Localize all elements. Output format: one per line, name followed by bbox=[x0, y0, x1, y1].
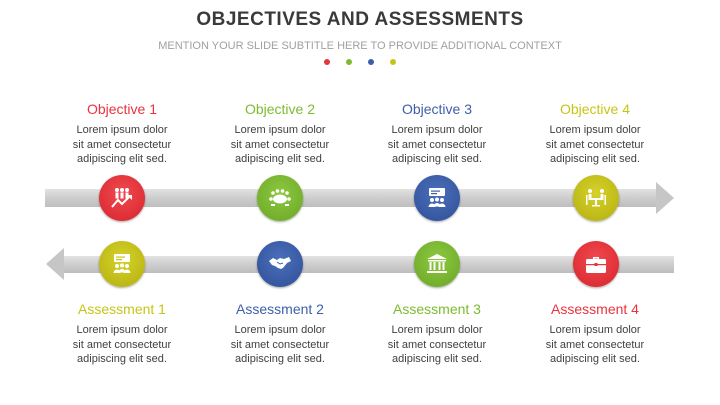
objective-line: adipiscing elit sed. bbox=[550, 153, 640, 165]
right-arrowhead-icon bbox=[656, 182, 674, 214]
assessments-arrow-shaft bbox=[64, 256, 674, 273]
meeting-table-icon bbox=[573, 175, 619, 221]
objective-line: Lorem ipsum dolor bbox=[549, 124, 641, 136]
objective-line: Lorem ipsum dolor bbox=[391, 124, 483, 136]
slide-subtitle: MENTION YOUR SLIDE SUBTITLE HERE TO PROV… bbox=[158, 40, 562, 52]
presentation-audience-icon bbox=[414, 175, 460, 221]
assessment-line: adipiscing elit sed. bbox=[235, 353, 325, 365]
objective-title: Objective 3 bbox=[401, 101, 473, 117]
dot-red bbox=[324, 59, 330, 65]
briefcase-icon bbox=[573, 241, 619, 287]
assessment-title: Assessment 3 bbox=[393, 301, 481, 317]
objective-line: adipiscing elit sed. bbox=[392, 153, 482, 165]
slide-title: OBJECTIVES AND ASSESSMENTS bbox=[196, 9, 524, 30]
dot-blue bbox=[368, 59, 374, 65]
objective-line: sit amet consectetur bbox=[72, 138, 172, 151]
assessment-title: Assessment 4 bbox=[551, 301, 639, 317]
objective-line: Lorem ipsum dolor bbox=[234, 124, 326, 136]
assessment-title: Assessment 1 bbox=[78, 301, 166, 317]
objective-3: Objective 3 Lorem ipsum dolor sit amet c… bbox=[362, 101, 512, 167]
presentation-audience-icon bbox=[99, 241, 145, 287]
objectives-arrow-shaft bbox=[45, 189, 657, 207]
objective-title: Objective 1 bbox=[86, 101, 158, 117]
handshake-icon bbox=[257, 241, 303, 287]
bank-icon bbox=[414, 241, 460, 287]
conference-table-icon bbox=[257, 175, 303, 221]
objective-title: Objective 2 bbox=[244, 101, 316, 117]
objective-line: adipiscing elit sed. bbox=[77, 153, 167, 165]
objective-title: Objective 4 bbox=[559, 101, 631, 117]
assessment-line: sit amet consectetur bbox=[387, 338, 487, 351]
assessment-line: Lorem ipsum dolor bbox=[76, 324, 168, 336]
objective-line: Lorem ipsum dolor bbox=[76, 124, 168, 136]
assessment-3: Assessment 3 Lorem ipsum dolor sit amet … bbox=[362, 301, 512, 367]
team-growth-icon bbox=[99, 175, 145, 221]
objective-line: sit amet consectetur bbox=[230, 138, 330, 151]
objective-2: Objective 2 Lorem ipsum dolor sit amet c… bbox=[205, 101, 355, 167]
assessment-line: Lorem ipsum dolor bbox=[391, 324, 483, 336]
dot-yellow bbox=[390, 59, 396, 65]
assessment-line: Lorem ipsum dolor bbox=[549, 324, 641, 336]
assessment-1: Assessment 1 Lorem ipsum dolor sit amet … bbox=[47, 301, 197, 367]
left-arrowhead-icon bbox=[46, 248, 64, 280]
assessment-line: Lorem ipsum dolor bbox=[234, 324, 326, 336]
objective-line: adipiscing elit sed. bbox=[235, 153, 325, 165]
assessment-title: Assessment 2 bbox=[236, 301, 324, 317]
assessment-line: adipiscing elit sed. bbox=[77, 353, 167, 365]
assessment-line: sit amet consectetur bbox=[230, 338, 330, 351]
assessment-4: Assessment 4 Lorem ipsum dolor sit amet … bbox=[520, 301, 670, 367]
assessment-line: sit amet consectetur bbox=[545, 338, 645, 351]
assessment-2: Assessment 2 Lorem ipsum dolor sit amet … bbox=[205, 301, 355, 367]
objective-4: Objective 4 Lorem ipsum dolor sit amet c… bbox=[520, 101, 670, 167]
color-dots bbox=[0, 59, 720, 65]
assessment-line: adipiscing elit sed. bbox=[550, 353, 640, 365]
objective-line: sit amet consectetur bbox=[387, 138, 487, 151]
assessment-line: adipiscing elit sed. bbox=[392, 353, 482, 365]
dot-green bbox=[346, 59, 352, 65]
objective-1: Objective 1 Lorem ipsum dolor sit amet c… bbox=[47, 101, 197, 167]
objective-line: sit amet consectetur bbox=[545, 138, 645, 151]
assessment-line: sit amet consectetur bbox=[72, 338, 172, 351]
